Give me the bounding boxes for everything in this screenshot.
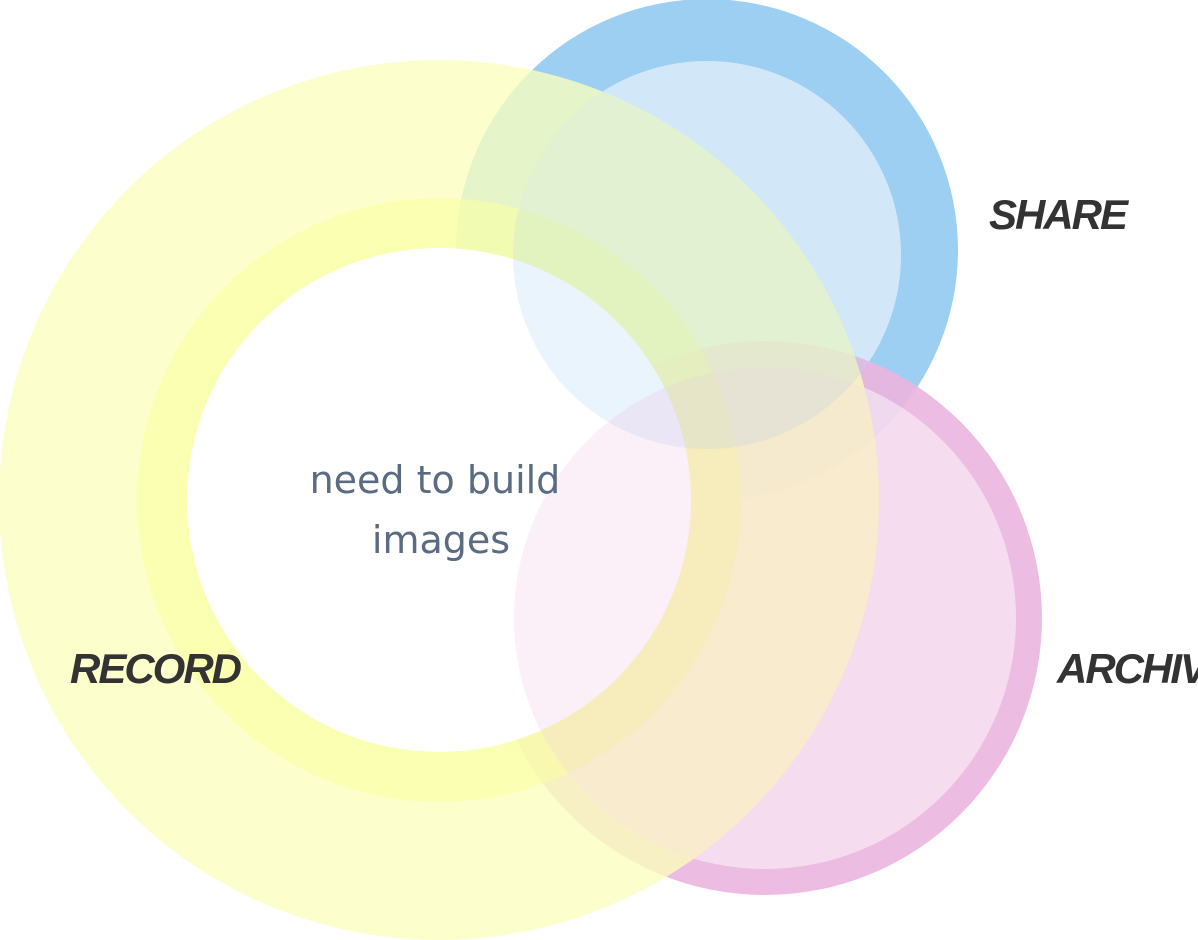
record-circle-inner <box>187 248 691 752</box>
share-overlap-tint <box>513 61 901 449</box>
center-text: need to build images <box>310 458 573 562</box>
center-text-line-2: images <box>372 518 510 562</box>
center-text-line-1: need to build <box>310 458 561 502</box>
record-label: RECORD <box>70 645 242 692</box>
archive-label: ARCHIVE <box>1056 645 1198 692</box>
record-circle <box>0 60 879 940</box>
overlap-tints <box>513 61 1016 869</box>
archive-overlap-tint <box>514 367 1016 869</box>
share-label: SHARE <box>989 191 1130 238</box>
